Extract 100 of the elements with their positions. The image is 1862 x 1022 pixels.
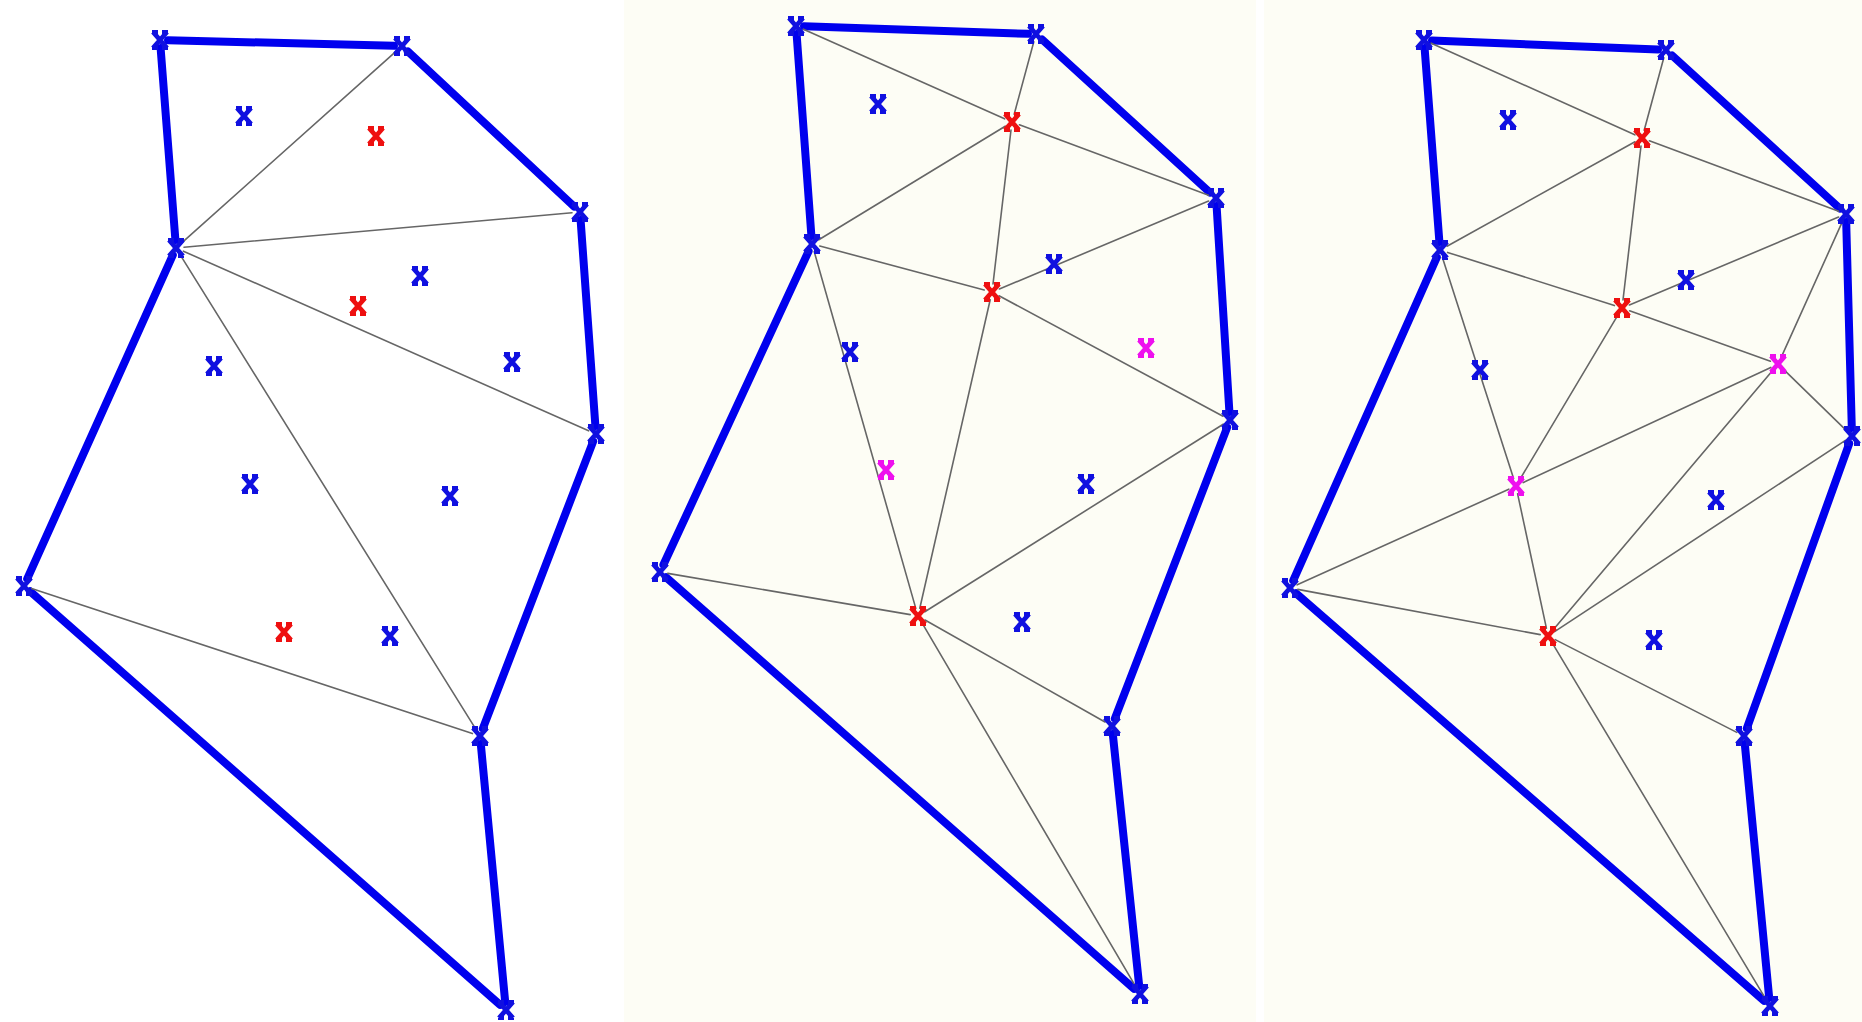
boundary-line	[476, 740, 510, 1006]
cross-marker	[650, 562, 670, 582]
cross-marker	[1734, 726, 1754, 746]
cross-marker	[786, 16, 806, 36]
cross-marker	[1414, 30, 1434, 50]
cross-marker	[1026, 24, 1046, 44]
cross-marker	[410, 266, 430, 286]
cross-marker	[1430, 240, 1450, 260]
mesh-line	[1628, 310, 1772, 362]
boundary-line	[156, 44, 180, 244]
cross-marker	[496, 1000, 516, 1020]
boundary-line	[1212, 202, 1234, 416]
mesh-line	[1552, 369, 1774, 631]
cross-marker	[1002, 112, 1022, 132]
mesh-line	[819, 245, 985, 291]
boundary-line	[659, 247, 813, 569]
mesh-line	[813, 250, 917, 610]
boundary-line	[1740, 740, 1774, 1002]
cross-marker	[1220, 410, 1240, 430]
mesh-line	[1441, 256, 1515, 480]
cross-marker	[1768, 354, 1788, 374]
cross-marker	[1506, 476, 1526, 496]
mesh-line	[181, 50, 397, 244]
cross-marker	[908, 606, 928, 626]
mesh-line	[998, 200, 1210, 290]
cross-marker	[14, 576, 34, 596]
cross-marker	[1644, 630, 1664, 650]
mesh-line	[667, 572, 911, 616]
boundary-line	[403, 47, 579, 211]
cross-marker	[1076, 474, 1096, 494]
mesh-line	[1522, 366, 1772, 484]
mesh-line	[1780, 220, 1844, 358]
mesh-line	[183, 212, 573, 248]
cross-marker	[150, 30, 170, 50]
cross-marker	[802, 234, 822, 254]
cross-marker	[1836, 204, 1856, 224]
boundary-line	[1428, 36, 1662, 54]
boundary-line	[1038, 35, 1214, 197]
cross-marker	[586, 424, 606, 444]
cross-marker	[570, 202, 590, 222]
mesh-line	[1430, 42, 1636, 136]
cross-marker	[876, 460, 896, 480]
cross-marker	[166, 238, 186, 258]
mesh-line	[992, 129, 1012, 285]
cross-marker	[1656, 40, 1676, 60]
mesh-line	[1516, 493, 1548, 629]
cross-marker	[348, 296, 368, 316]
cross-marker	[440, 486, 460, 506]
boundary-line	[792, 30, 816, 240]
mesh-line	[1553, 439, 1847, 633]
cross-marker	[1676, 270, 1696, 290]
cross-marker	[392, 36, 412, 56]
cross-marker	[204, 356, 224, 376]
cross-marker	[1136, 338, 1156, 358]
boundary-line	[1742, 439, 1854, 733]
cross-marker	[470, 726, 490, 746]
boundary-line	[1668, 51, 1844, 213]
boundary-line	[1292, 589, 1768, 1005]
boundary-line	[478, 437, 598, 733]
cross-marker	[1612, 298, 1632, 318]
mesh-line	[1446, 141, 1636, 247]
mesh-line	[1519, 314, 1619, 480]
cross-marker	[274, 622, 294, 642]
mesh-line	[1643, 57, 1665, 131]
mesh-line	[818, 125, 1006, 241]
boundary-line	[164, 36, 398, 50]
mesh-line	[802, 28, 1006, 120]
mesh-line	[1648, 140, 1840, 212]
boundary-line	[1420, 44, 1444, 246]
boundary-line	[800, 22, 1032, 38]
boundary-line	[576, 216, 600, 430]
mesh-line	[1013, 41, 1035, 115]
mesh-line	[1297, 588, 1541, 636]
mesh-line	[998, 295, 1224, 417]
cross-marker	[240, 474, 260, 494]
cross-marker	[380, 626, 400, 646]
boundary-line	[1108, 730, 1144, 990]
boundary-line	[23, 251, 177, 583]
cross-marker	[502, 352, 522, 372]
cross-marker	[366, 126, 386, 146]
cross-marker	[234, 106, 254, 126]
mesh-line	[1628, 216, 1840, 306]
cross-marker	[1130, 984, 1150, 1004]
mesh-line	[1296, 488, 1510, 586]
cross-marker	[1206, 188, 1226, 208]
mesh-line	[1622, 145, 1642, 301]
cross-marker	[1632, 128, 1652, 148]
cross-marker	[1044, 254, 1064, 274]
mesh-line	[924, 619, 1106, 723]
mesh-line	[1554, 638, 1738, 734]
cross-marker	[1706, 490, 1726, 510]
cross-marker	[982, 282, 1002, 302]
mesh-line	[921, 622, 1137, 988]
cross-marker	[1760, 996, 1780, 1016]
cross-marker	[1498, 110, 1518, 130]
mesh-line	[179, 254, 477, 730]
cross-marker	[1538, 626, 1558, 646]
boundary-line	[1110, 423, 1232, 723]
cross-marker	[1280, 578, 1300, 598]
mesh-line	[924, 423, 1224, 613]
